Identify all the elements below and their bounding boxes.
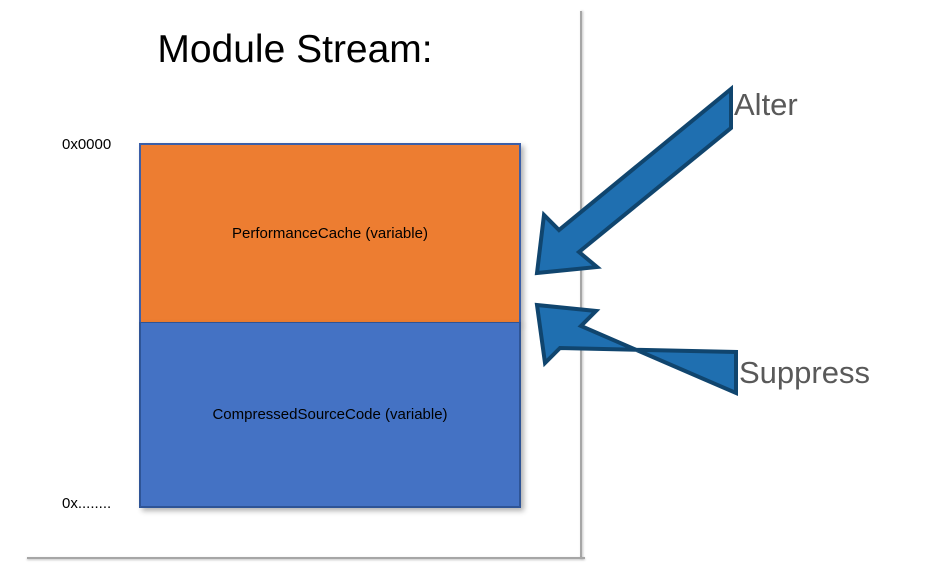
- vertical-divider-line: [580, 11, 582, 559]
- address-label-end: 0x........: [62, 495, 112, 512]
- page-title: Module Stream:: [157, 28, 433, 71]
- address-label-start: 0x0000: [62, 136, 112, 153]
- alter-arrow-icon: [534, 84, 733, 276]
- suppress-arrow-icon: [534, 302, 738, 397]
- horizontal-baseline: [27, 557, 585, 559]
- annotation-label-alter: Alter: [734, 87, 798, 122]
- annotation-label-suppress: Suppress: [739, 355, 870, 390]
